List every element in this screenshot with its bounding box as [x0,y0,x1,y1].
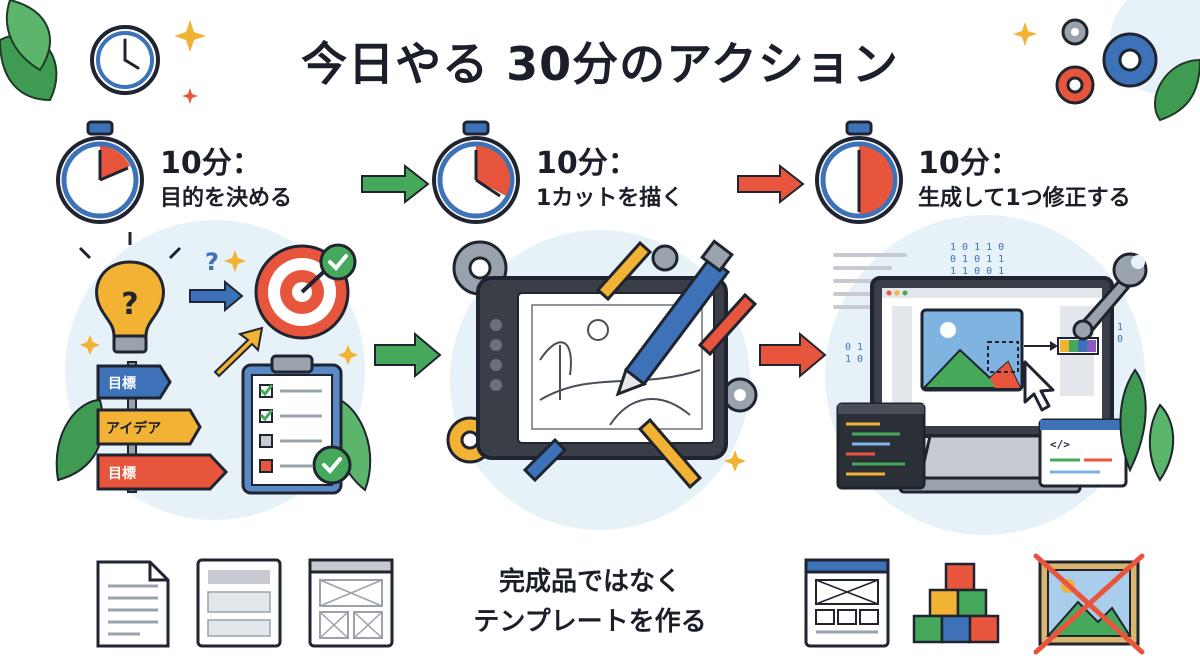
step-3-time: 10分： [918,146,1020,181]
code-window-icon-left [836,402,926,490]
clipboard-icon [241,354,352,495]
step-1-text: 10分： 目的を決める [160,146,292,214]
question-mark-icon: ? [205,248,219,276]
browser-template-icon [804,558,890,648]
building-blocks-icon [912,562,1000,644]
bottom-caption: 完成品ではなく テンプレートを作る [440,562,740,642]
arrow-icon-panel1-to-panel2 [374,331,442,379]
lightbulb-icon: ? [78,232,182,354]
svg-text:?: ? [205,248,219,276]
step-2-action: 1カットを描く [536,186,684,211]
clock-icon [90,25,160,95]
svg-text:0 1: 0 1 [845,342,863,353]
svg-text:1 0: 1 0 [1105,334,1123,345]
wrench-icon [1072,252,1148,341]
leaf-icon-panel3 [1119,368,1175,482]
leaf-icon-top-left [0,0,58,102]
svg-text:?: ? [121,287,138,322]
step-3-action: 生成して1つ修正する [918,186,1131,211]
step-3-text: 10分： 生成して1つ修正する [918,146,1131,214]
target-icon [254,243,357,340]
sparkle-icon-top-right [1013,22,1037,46]
svg-text:1 0 1 1 0: 1 0 1 1 0 [950,242,1004,253]
binary-digits-decoration: 1 0 1 1 0 0 1 0 1 1 1 1 0 0 1 0 1 1 0 0 … [845,242,1123,365]
wireframe-icon [308,558,394,648]
sign-label-goal-top: 目標 [108,376,136,392]
arrow-icon-bulb-to-target [189,279,244,313]
bottom-caption-line-2: テンプレートを作る [473,607,707,637]
pencil-icon [522,240,758,490]
page-title: 今日やる 30分のアクション [301,37,899,91]
layout-template-icon [196,558,282,648]
step-1-time: 10分： [160,146,262,181]
svg-text:0 1: 0 1 [1105,322,1123,333]
code-window-icon-right: </> [1038,418,1128,488]
crossed-out-image-icon [1033,553,1145,655]
document-icon [96,560,170,648]
stopwatch-icon-1 [56,120,144,224]
color-swatch-icon [1024,337,1099,355]
sparkle-icon-small [182,88,198,104]
sparkle-icon-top-left [174,20,206,52]
cursor-icon [1023,360,1055,412]
arrow-icon-panel2-to-panel3 [759,331,827,379]
svg-text:</>: </> [1050,438,1070,451]
sign-label-goal-bottom: 目標 [108,466,136,482]
pen-icon [615,239,734,397]
step-2-time: 10分： [536,146,638,181]
sparkle-icon-panel1 [80,250,358,365]
arrow-icon-diagonal [213,326,264,378]
arrow-icon-step2-to-step3 [737,163,805,205]
sparkle-icon-panel2 [724,450,746,472]
bottom-caption-line-1: 完成品ではなく [498,567,681,597]
image-icon-monitor [920,308,1024,392]
svg-text:1 0: 1 0 [845,354,863,365]
gear-icon-top-right [1055,18,1158,105]
svg-text:0 1 0 1 1: 0 1 0 1 1 [950,254,1004,265]
signpost-icon [96,361,229,493]
step-1-action: 目的を決める [160,186,293,211]
sign-label-idea: アイデア [106,421,162,437]
arrow-icon-step1-to-step2 [361,163,430,205]
svg-text:1 1 0 0 1: 1 1 0 0 1 [950,266,1004,277]
stopwatch-icon-3 [815,120,903,224]
step-2-text: 10分： 1カットを描く [536,146,683,214]
stopwatch-icon-2 [432,120,520,224]
